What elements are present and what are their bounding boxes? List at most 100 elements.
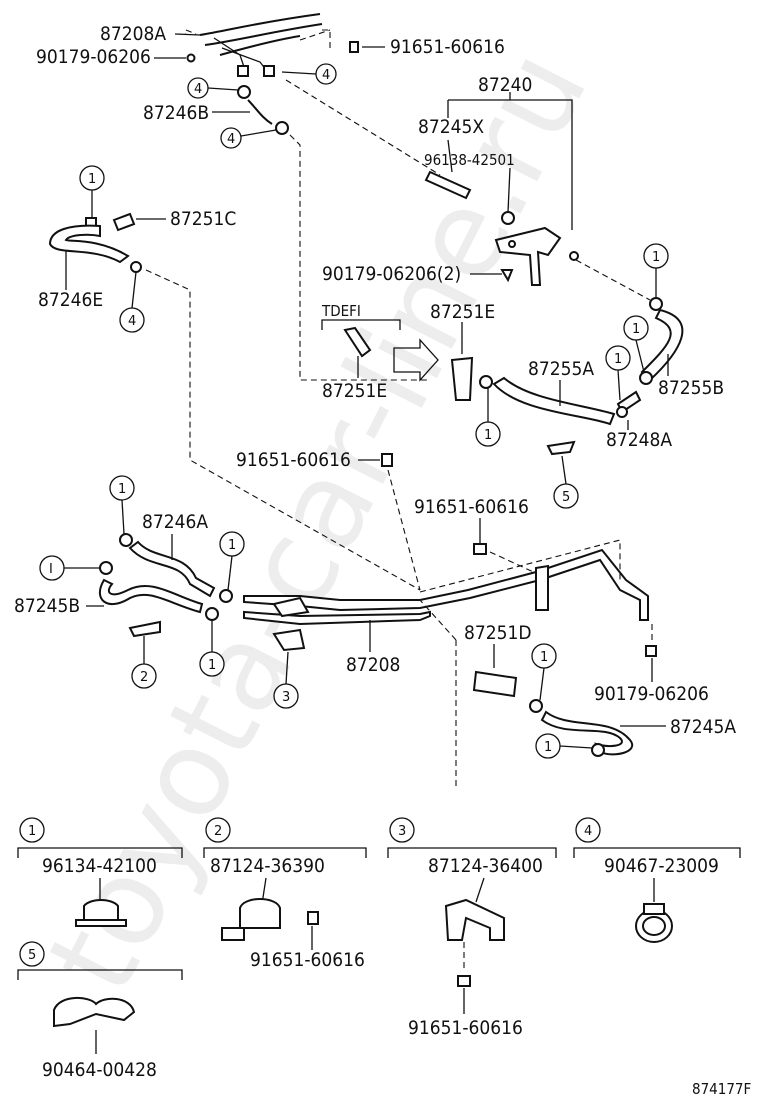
label-90179-06206-right: 90179-06206 [594, 683, 709, 705]
clamp-87246a-b [219, 589, 233, 603]
legend: 1 96134-42100 2 87124-36390 91651-60616 … [17, 817, 741, 1081]
clamp-87245a-a [529, 699, 543, 713]
clip-3-installed [272, 628, 306, 652]
bolt-90179-right [645, 645, 657, 657]
fitting-a [237, 65, 249, 77]
tdefi-group: TDEFI 87251E 87251E 1 [321, 301, 501, 447]
legend-5-badge [19, 941, 45, 967]
legend-5-num: 5 [28, 948, 36, 963]
callout-5-num: 5 [562, 490, 570, 505]
clamp-87255b-bot [639, 371, 653, 385]
leader-c1-87246a [121, 499, 125, 535]
bolt-91651-top [349, 41, 359, 53]
label-90179-06206-top: 90179-06206 [36, 46, 151, 68]
legend-box-3: 3 87124-36400 91651-60616 [387, 817, 557, 1039]
leader-c4-87246e [131, 271, 137, 309]
leader-c4c [240, 129, 277, 137]
callout-4-b-num: 4 [322, 68, 330, 83]
bolt-91651-mid [381, 453, 393, 467]
hose-87246a [128, 540, 216, 598]
pipe-87208a-2 [204, 23, 323, 46]
label-tdefi: TDEFI [321, 302, 361, 320]
pipe-87208-bracket [272, 596, 310, 618]
label-87251e-b: 87251E [322, 380, 387, 402]
pipe-87208-lower [243, 610, 431, 626]
label-87255a: 87255A [528, 358, 594, 380]
bracket-nut [569, 251, 579, 261]
dash-87208a [175, 29, 197, 35]
label-87245b: 87245B [14, 595, 80, 617]
leader-c1-87246a-b [227, 555, 233, 591]
clip-5 [546, 440, 576, 456]
legend-2-sub: 91651-60616 [250, 949, 365, 971]
legend-box-5: 5 90464-00428 [17, 941, 183, 1081]
legend-2-num: 2 [214, 824, 222, 839]
left-hose-group: 1 87251C 87246E 4 [38, 165, 421, 591]
leader-c4a [207, 87, 239, 91]
dash-91651-mid [387, 469, 421, 591]
legend-box-1: 1 96134-42100 [17, 817, 183, 927]
fitting-b [263, 65, 275, 77]
leader-c1-87245a [539, 667, 545, 701]
pipe-87208a-3 [219, 35, 301, 56]
label-87251c: 87251C [170, 208, 236, 230]
label-91651-60616-top: 91651-60616 [390, 36, 505, 58]
pipe-87208a-1 [199, 13, 321, 36]
callout-1-87248a-num: 1 [614, 352, 622, 367]
callout-3-num: 3 [282, 690, 290, 705]
leader-c1-87248a [617, 369, 621, 401]
bolt-90179-top [186, 53, 196, 63]
sensor-tdefi [343, 326, 372, 358]
clamp-87246b-a [237, 85, 251, 99]
callout-2-num: 2 [140, 670, 148, 685]
legend-4-part: 90467-23009 [604, 855, 719, 877]
label-87245x: 87245X [418, 116, 484, 138]
clamp-96138 [501, 211, 515, 225]
dash-pipe-right [419, 539, 621, 593]
clamp-87246b-b [275, 121, 289, 135]
leader-87208a [174, 33, 201, 36]
tdefi-bracket [321, 319, 401, 330]
legend-4-num: 4 [584, 824, 592, 839]
clamp-87255b-top [649, 297, 663, 311]
callout-4-87246e-num: 4 [128, 314, 136, 329]
bracket-hole [508, 240, 516, 248]
legend-3-bolt [457, 975, 471, 987]
label-96138-42501: 96138-42501 [424, 151, 515, 169]
legend-3-sub: 91651-60616 [408, 1017, 523, 1039]
legend-1-clamp [83, 899, 119, 923]
legend-2-clip [239, 898, 281, 929]
label-87255b: 87255B [658, 377, 724, 399]
nut-90179-2 [500, 269, 514, 283]
label-91651-60616-mid: 91651-60616 [236, 449, 351, 471]
lower-right-group: 87251D 1 87245A 1 [419, 599, 736, 790]
label-87248a: 87248A [606, 429, 672, 451]
label-87240: 87240 [478, 74, 532, 96]
leader-87240-bar [448, 99, 573, 230]
dash-to-87245x [285, 79, 441, 176]
callout-4-c [220, 127, 242, 149]
leader-87245x [447, 139, 453, 173]
callout-1-87245a-b-num: 1 [544, 740, 552, 755]
legend-4-badge [575, 817, 601, 843]
pipe-87208-main [243, 548, 649, 621]
bracket-87240-group: 87240 87245X 96138-42501 90179-06206(2) [322, 74, 651, 301]
label-87246e: 87246E [38, 289, 103, 311]
callout-1-87251c-num: 1 [88, 172, 96, 187]
hose-87245b [98, 578, 204, 614]
label-87208a: 87208A [100, 23, 166, 45]
clamp-87248a [616, 406, 628, 418]
legend-2-bolt [307, 911, 319, 925]
hose-87246e [48, 224, 130, 264]
legend-3-part: 87124-36400 [428, 855, 543, 877]
legend-2-clip-tab [221, 927, 245, 941]
callout-4-a-num: 4 [194, 82, 202, 97]
label-91651-60616-mid2: 91651-60616 [414, 496, 529, 518]
label-87251e-a: 87251E [430, 301, 495, 323]
clamp-87246e [130, 261, 142, 273]
dash-down-from-top [289, 134, 430, 381]
right-hose-group: 87255A 87255B 1 1 1 87248A 5 [492, 243, 724, 509]
leader-c5 [561, 455, 567, 485]
arrow-tdefi [393, 338, 439, 382]
